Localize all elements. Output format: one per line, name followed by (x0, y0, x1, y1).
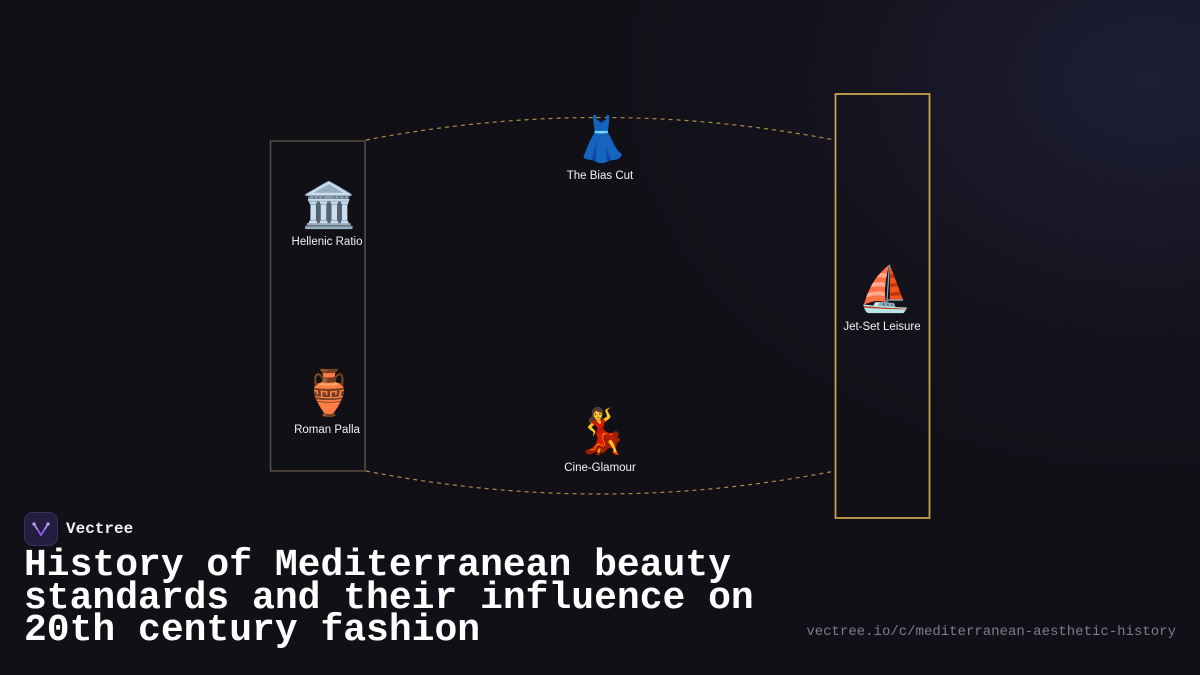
node-jet-set-leisure[interactable]: ⛵ Jet-Set Leisure (843, 264, 920, 333)
dancer-icon: 💃 (575, 406, 630, 457)
node-roman-palla[interactable]: 🏺 Roman Palla (294, 368, 360, 436)
node-label: Jet-Set Leisure (843, 321, 920, 333)
node-label: Cine-Glamour (564, 462, 636, 474)
page-title: History of Mediterranean beauty standard… (24, 544, 754, 652)
node-label: The Bias Cut (567, 170, 634, 182)
group-box-antiquity (269, 140, 366, 472)
group-box-modern (834, 93, 931, 519)
node-hellenic-ratio[interactable]: 🏛️ Hellenic Ratio (292, 180, 363, 248)
connector-bottom-arc (365, 470, 836, 495)
classical-building-icon: 🏛️ (302, 180, 357, 231)
node-label: Roman Palla (294, 424, 360, 436)
node-label: Hellenic Ratio (292, 236, 363, 248)
node-the-bias-cut[interactable]: 👗 The Bias Cut (567, 114, 634, 182)
brand[interactable]: Vectree (24, 512, 133, 546)
dress-icon: 👗 (575, 114, 630, 165)
node-cine-glamour[interactable]: 💃 Cine-Glamour (564, 406, 636, 474)
vectree-logo-icon (24, 512, 58, 546)
sailboat-icon: ⛵ (858, 264, 913, 315)
amphora-icon: 🏺 (302, 368, 357, 419)
page-url[interactable]: vectree.io/c/mediterranean-aesthetic-his… (806, 624, 1176, 640)
brand-name: Vectree (66, 520, 134, 538)
connector-top-arc (365, 116, 836, 141)
